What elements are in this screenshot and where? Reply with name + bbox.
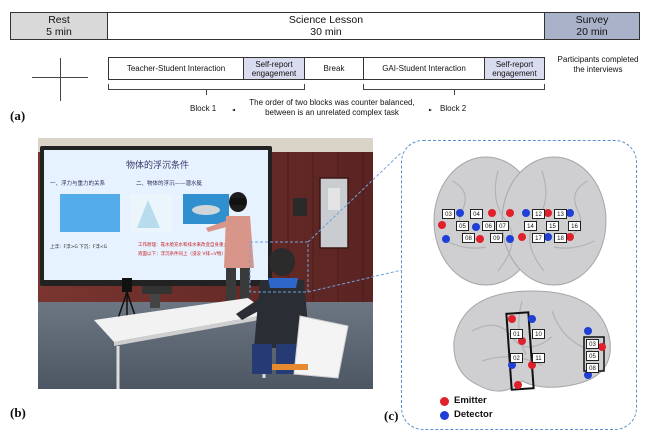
channel-label: 07 <box>496 221 509 231</box>
rest-duration: 5 min <box>46 26 72 38</box>
block2-label: Block 2 <box>440 104 467 113</box>
slide-note-1: 工作原理：靠水舱充水和排水来改变自身重力 <box>138 241 228 248</box>
emitter-optode <box>518 233 526 241</box>
phase-break: Break <box>304 57 364 80</box>
channel-label: 05 <box>586 351 599 361</box>
block2-brace-tick <box>454 90 455 95</box>
detector-optode <box>472 223 480 231</box>
block1-brace-tick <box>206 90 207 95</box>
classroom-photo: 物体的浮沉条件 一、浮力与重力的关系 二、物体的浮沉——潜水艇 工作原理：靠水舱… <box>38 138 373 389</box>
slide-note-2: 液面以下：浮沉条件同上（浸没 V排=V物） <box>138 250 226 257</box>
slide-heading-2: 二、物体的浮沉——潜水艇 <box>136 179 203 187</box>
channel-label: 13 <box>554 209 567 219</box>
channel-label: 12 <box>532 209 545 219</box>
survey-duration: 20 min <box>576 26 608 38</box>
detector-optode <box>508 361 516 369</box>
panel-label-a: (a) <box>10 108 26 123</box>
channel-label: 02 <box>510 353 523 363</box>
channel-label: 18 <box>554 233 567 243</box>
emitter-optode <box>544 209 552 217</box>
emitter-optode <box>598 343 606 351</box>
timeline-science-lesson: Science Lesson 30 min <box>108 12 545 40</box>
zoom-connectors <box>307 151 403 293</box>
axis-cross-vertical <box>60 58 61 101</box>
rest-label: Rest <box>48 14 70 26</box>
detector-optode <box>528 315 536 323</box>
detector-optode <box>442 235 450 243</box>
panel-label-b: (b) <box>10 405 26 420</box>
channel-label: 09 <box>490 233 503 243</box>
timeline-rest: Rest 5 min <box>10 12 108 40</box>
classroom-scene: 物体的浮沉条件 一、浮力与重力的关系 二、物体的浮沉——潜水艇 工作原理：靠水舱… <box>38 138 373 389</box>
brain-montage-panel: 03 04 05 06 07 08 09 12 13 14 15 16 17 1… <box>401 140 637 430</box>
channel-label: 03 <box>442 209 455 219</box>
counterbalance-text: The order of two blocks was counter bala… <box>235 98 429 117</box>
channel-label: 11 <box>532 353 545 363</box>
emitter-marker <box>440 397 449 406</box>
channel-label: 01 <box>510 329 523 339</box>
phase-teacher-student: Teacher-Student Interaction <box>108 57 244 80</box>
detector-optode <box>522 209 530 217</box>
detector-optode <box>456 209 464 217</box>
detector-optode <box>506 235 514 243</box>
channel-label: 17 <box>532 233 545 243</box>
channel-label: 08 <box>586 363 599 373</box>
detector-optode <box>584 327 592 335</box>
survey-label: Survey <box>575 14 609 26</box>
emitter-optode <box>476 235 484 243</box>
slide-title: 物体的浮沉条件 <box>126 159 189 171</box>
channel-label: 08 <box>462 233 475 243</box>
block2-brace <box>363 84 545 90</box>
lesson-duration: 30 min <box>310 26 342 38</box>
panel-label-c: (c) <box>384 408 399 423</box>
channel-label: 10 <box>532 329 545 339</box>
participants-note: Participants completed the interviews <box>557 55 639 74</box>
channel-label: 06 <box>482 221 495 231</box>
channel-label: 16 <box>568 221 581 231</box>
slide-heading-1: 一、浮力与重力的关系 <box>50 179 106 187</box>
channel-label: 15 <box>546 221 559 231</box>
block1-label: Block 1 <box>190 104 217 113</box>
phase-self-report-2: Self-report engagement <box>484 57 545 80</box>
head-selection-box <box>249 241 309 293</box>
emitter-optode <box>566 233 574 241</box>
lesson-label: Science Lesson <box>288 14 364 26</box>
slide-note-3: 上浮：F浮>G 下沉：F浮<G <box>50 243 108 250</box>
emitter-optode <box>514 381 522 389</box>
channel-label: 05 <box>456 221 469 231</box>
legend-emitter: Emitter <box>454 395 487 406</box>
emitter-optode <box>518 337 526 345</box>
channel-label: 14 <box>524 221 537 231</box>
detector-optode <box>584 371 592 379</box>
detector-optode <box>566 209 574 217</box>
legend-detector: Detector <box>454 409 493 420</box>
emitter-optode <box>438 221 446 229</box>
detector-optode <box>544 233 552 241</box>
emitter-optode <box>528 361 536 369</box>
block1-brace <box>108 84 305 90</box>
phase-gai-student: GAI-Student Interaction <box>363 57 485 80</box>
emitter-optode <box>506 209 514 217</box>
timeline-survey: Survey 20 min <box>545 12 640 40</box>
channel-label: 04 <box>470 209 483 219</box>
phase-self-report-1: Self-report engagement <box>243 57 305 80</box>
emitter-optode <box>508 315 516 323</box>
emitter-optode <box>488 209 496 217</box>
channel-label: 03 <box>586 339 599 349</box>
detector-marker <box>440 411 449 420</box>
